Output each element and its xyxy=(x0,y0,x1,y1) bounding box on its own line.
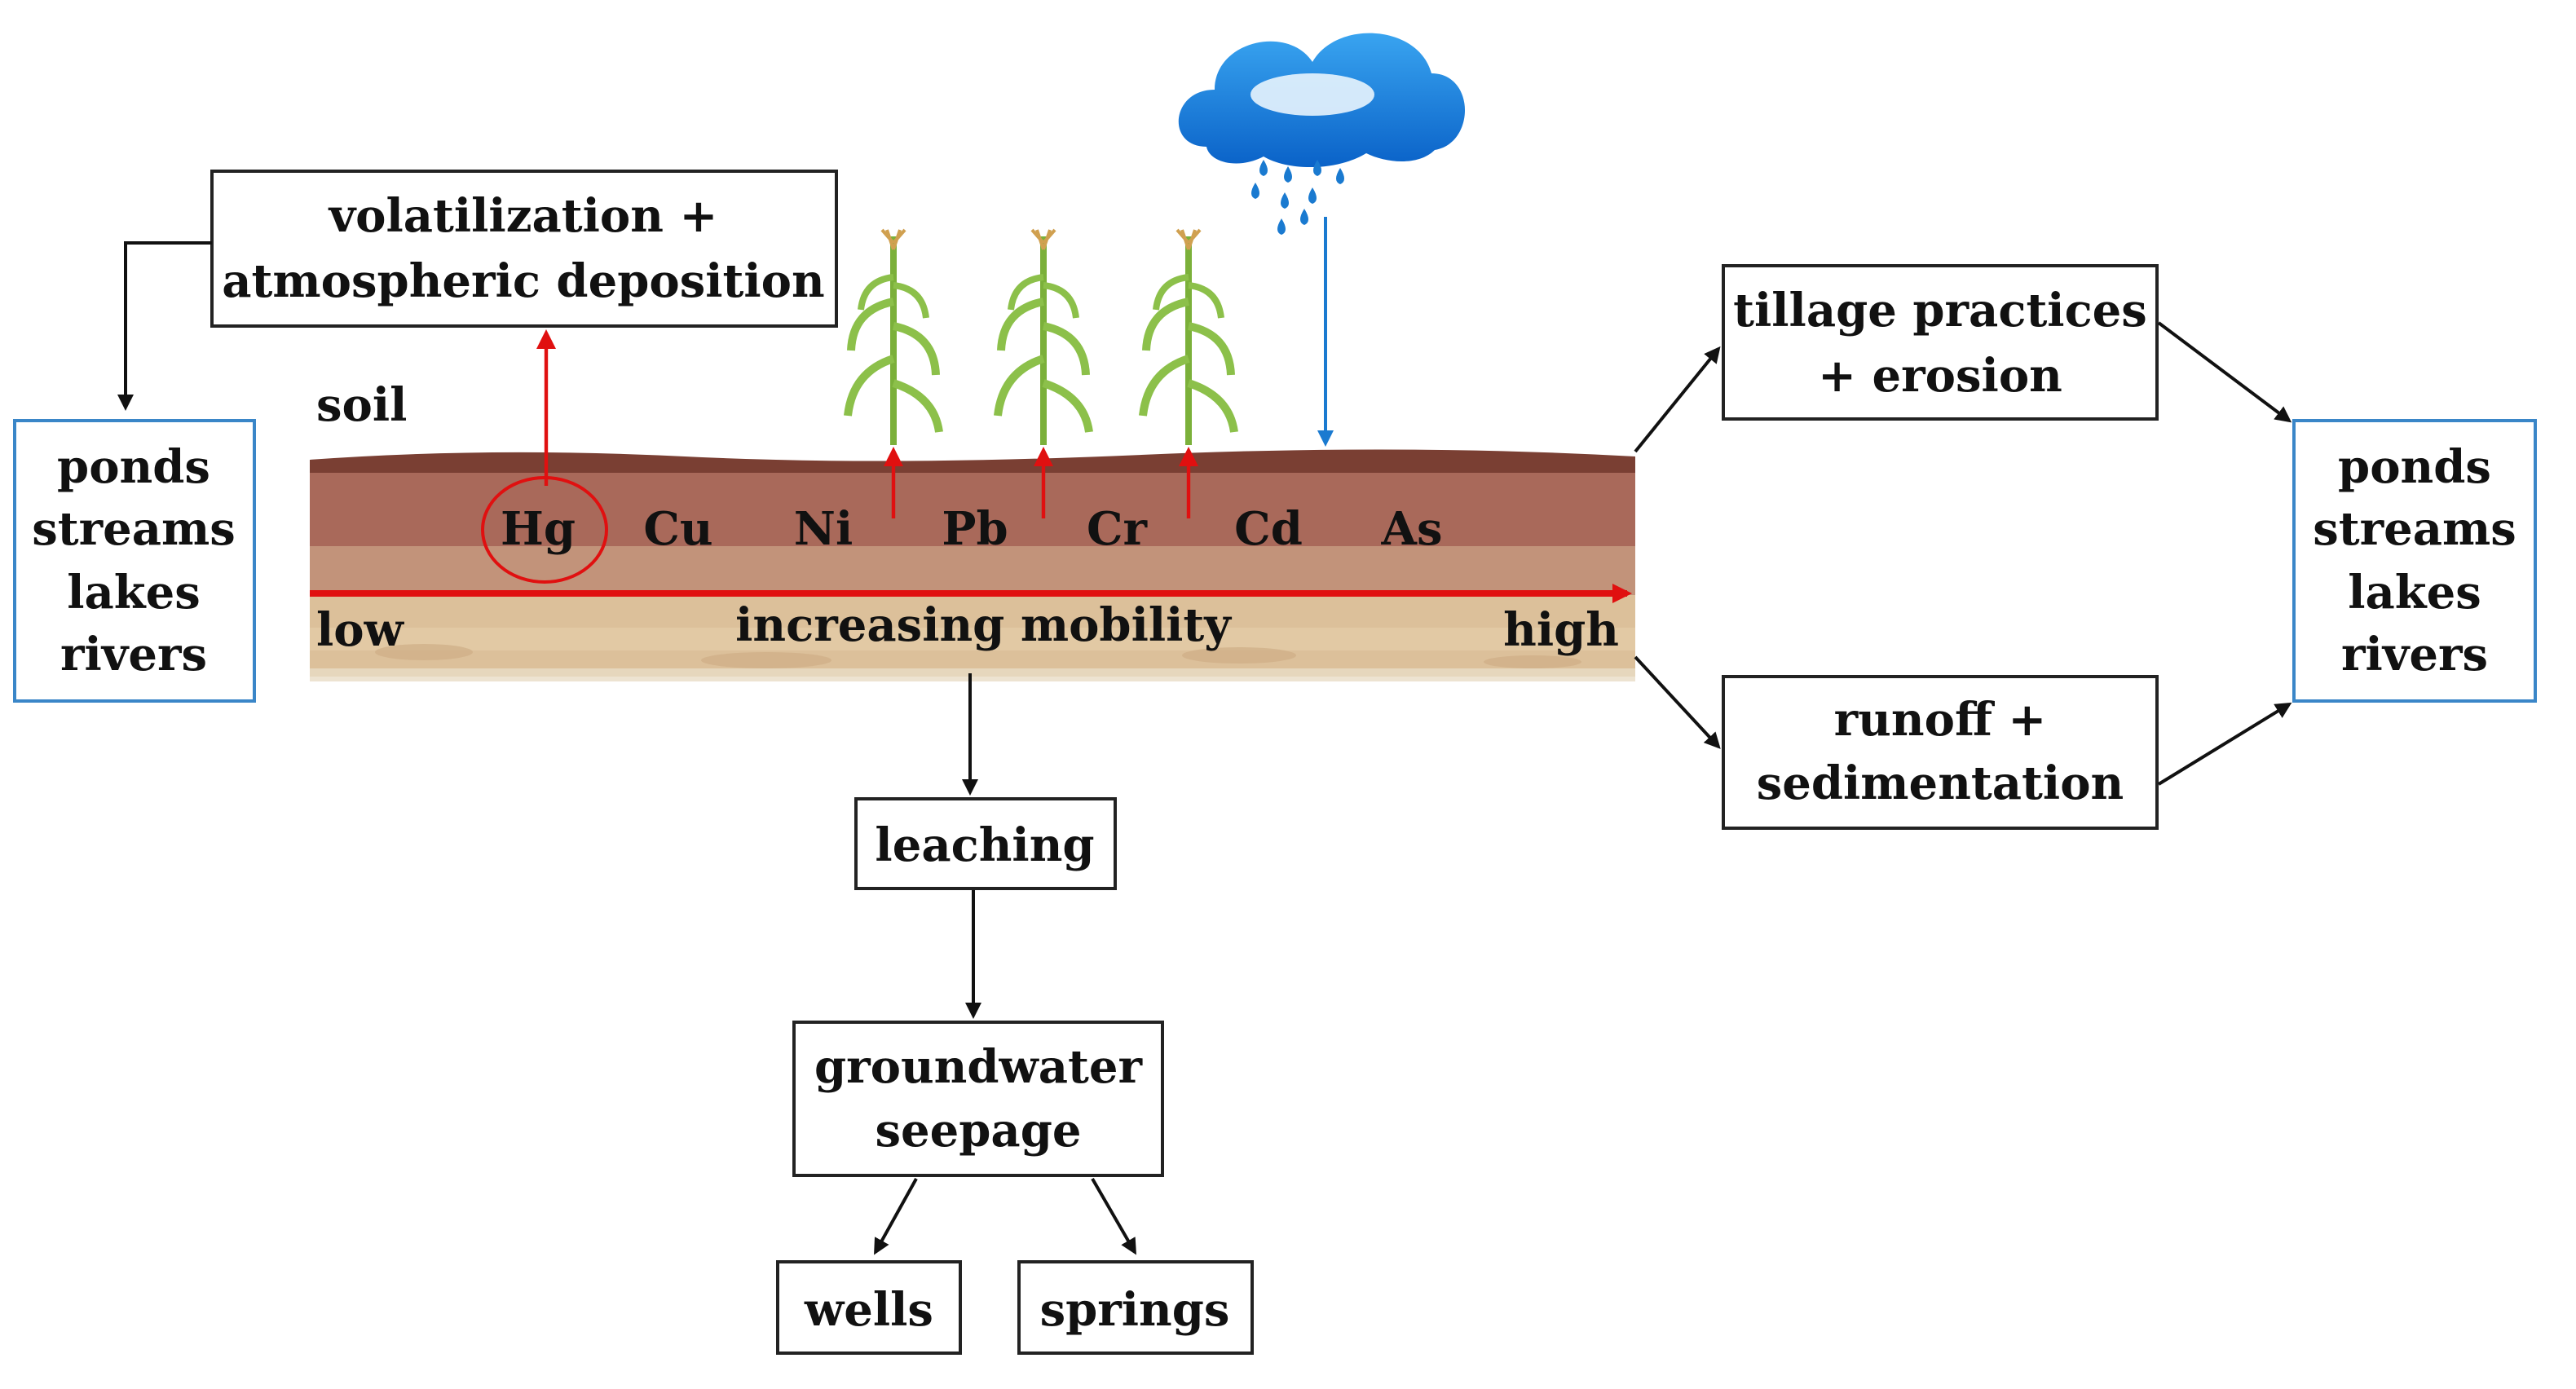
groundwater-to-springs-arrow xyxy=(1091,1177,1137,1255)
corn-plant-icon xyxy=(844,228,943,445)
volatilization-text: atmospheric deposition xyxy=(222,254,824,308)
tillage-to-water-arrow xyxy=(2157,321,2292,423)
water-body-label: rivers xyxy=(60,628,207,681)
increasing-mobility-label: increasing mobility xyxy=(735,598,1232,652)
runoff-text: runoff + xyxy=(1834,693,2047,747)
tillage-text: tillage practices xyxy=(1733,284,2147,337)
groundwater-text: groundwater xyxy=(814,1040,1144,1094)
corn-plant-icon xyxy=(994,228,1093,445)
groundwater-to-wells-arrow xyxy=(874,1178,918,1255)
corn-plant-icon xyxy=(1139,228,1238,445)
water-body-label: lakes xyxy=(67,566,201,620)
metal-label: Cr xyxy=(1087,502,1149,556)
low-label: low xyxy=(316,603,405,657)
springs-text: springs xyxy=(1040,1283,1230,1337)
water-body-label: lakes xyxy=(2348,566,2481,620)
springs-box xyxy=(1017,1260,1254,1355)
volatilization-box xyxy=(210,170,838,328)
hg-highlight-circle xyxy=(481,476,608,584)
soil-to-tillage-arrow xyxy=(1634,346,1721,453)
soil-label: soil xyxy=(316,378,407,432)
soil-profile xyxy=(310,449,1635,681)
water-body-label: streams xyxy=(32,502,236,556)
metal-label: As xyxy=(1381,502,1443,556)
water-body-label: streams xyxy=(2313,502,2516,556)
volatilization-text: volatilization + xyxy=(328,189,718,243)
metal-label: Cd xyxy=(1234,502,1303,556)
leaching-text: leaching xyxy=(875,818,1094,872)
tillage-text: + erosion xyxy=(1818,349,2062,403)
soil-to-runoff-arrow xyxy=(1634,655,1721,749)
runoff-to-water-arrow xyxy=(2157,702,2292,786)
water-bodies-box-left xyxy=(13,419,256,703)
runoff-sedimentation-box xyxy=(1722,675,2159,830)
water-body-label: rivers xyxy=(2341,628,2488,681)
wells-box xyxy=(776,1260,962,1355)
volatilization-to-water-arrow xyxy=(117,241,212,411)
high-label: high xyxy=(1503,603,1619,657)
water-bodies-box-right xyxy=(2292,419,2537,703)
metal-label: Cu xyxy=(643,502,712,556)
runoff-text: sedimentation xyxy=(1757,756,2124,810)
wells-text: wells xyxy=(804,1283,933,1337)
metal-label: Pb xyxy=(942,502,1008,556)
rain-cloud-icon xyxy=(1178,33,1466,235)
groundwater-seepage-box xyxy=(792,1021,1164,1177)
metal-label: Hg xyxy=(501,502,576,556)
metal-label: Ni xyxy=(794,502,853,556)
leaching-box xyxy=(854,797,1117,890)
water-body-label: ponds xyxy=(2338,440,2491,494)
groundwater-text: seepage xyxy=(875,1104,1081,1158)
tillage-erosion-box xyxy=(1722,264,2159,421)
water-body-label: ponds xyxy=(57,440,210,494)
